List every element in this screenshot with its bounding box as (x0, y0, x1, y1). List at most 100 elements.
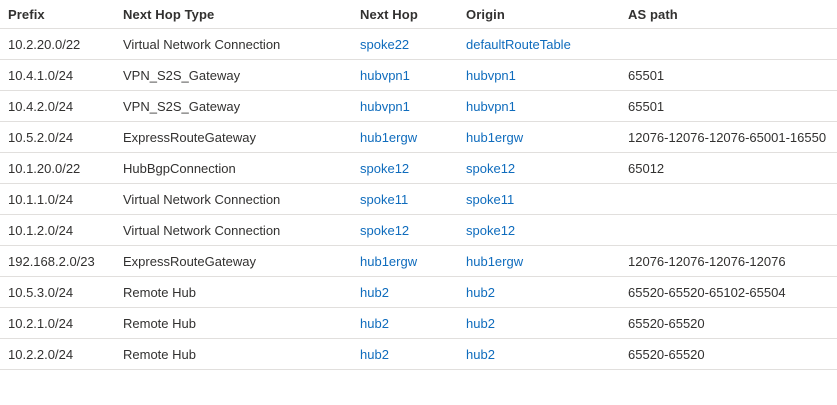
cell-next-hop-type-value: Remote Hub (123, 315, 196, 331)
cell-origin-link[interactable]: hubvpn1 (466, 67, 516, 83)
table-row[interactable]: 10.2.1.0/24 Remote Hub hub2 hub2 65520-65520 (0, 307, 837, 339)
table-header: Prefix Next Hop Type Next Hop Origin AS … (0, 0, 837, 29)
cell-origin-link[interactable]: spoke12 (466, 222, 516, 238)
cell-prefix: 10.1.20.0/22 (0, 152, 115, 184)
table-row[interactable]: 10.1.20.0/22 HubBgpConnection spoke12 spoke… (0, 152, 837, 184)
cell-next-hop: hubvpn1 (352, 59, 458, 91)
cell-next-hop: hub2 (352, 276, 458, 308)
cell-next-hop-link[interactable]: hub2 (360, 284, 389, 300)
cell-prefix: 10.1.1.0/24 (0, 183, 115, 215)
cell-next-hop-type-value: Remote Hub (123, 346, 196, 362)
column-header-as-path[interactable]: AS path (620, 0, 837, 29)
table-row[interactable]: 10.4.1.0/24 VPN_S2S_Gateway hubvpn1 hubvpn1… (0, 59, 837, 91)
column-header-next-hop[interactable]: Next Hop (352, 0, 458, 29)
cell-prefix: 192.168.2.0/23 (0, 245, 115, 277)
table-row[interactable]: 10.5.3.0/24 Remote Hub hub2 hub2 65520-65520… (0, 276, 837, 308)
cell-origin-link[interactable]: hub2 (466, 284, 495, 300)
cell-prefix-value: 10.1.20.0/22 (8, 160, 81, 176)
cell-next-hop-link[interactable]: hub2 (360, 315, 389, 331)
cell-origin: spoke12 (458, 152, 620, 184)
cell-as-path: 65012 (620, 152, 837, 184)
cell-prefix-value: 192.168.2.0/23 (8, 253, 95, 269)
cell-prefix: 10.2.20.0/22 (0, 28, 115, 60)
column-header-next-hop-type[interactable]: Next Hop Type (115, 0, 352, 29)
cell-next-hop-link[interactable]: hub1ergw (360, 253, 418, 269)
cell-next-hop: spoke12 (352, 152, 458, 184)
cell-origin-link[interactable]: hub2 (466, 346, 495, 362)
cell-origin-link[interactable]: hubvpn1 (466, 98, 516, 114)
cell-origin-link[interactable]: defaultRouteTable (466, 36, 571, 52)
cell-next-hop: hub1ergw (352, 245, 458, 277)
cell-next-hop-link[interactable]: hubvpn1 (360, 98, 410, 114)
cell-as-path: 65520-65520-65102-65504 (620, 276, 837, 308)
cell-next-hop-link[interactable]: hubvpn1 (360, 67, 410, 83)
cell-next-hop-type-value: ExpressRouteGateway (123, 253, 256, 269)
cell-prefix: 10.1.2.0/24 (0, 214, 115, 246)
cell-next-hop-type: Remote Hub (115, 307, 352, 339)
cell-as-path (620, 183, 837, 215)
cell-next-hop-type: Virtual Network Connection (115, 28, 352, 60)
cell-origin-link[interactable]: hub2 (466, 315, 495, 331)
cell-origin: hub2 (458, 307, 620, 339)
cell-as-path-value: 65501 (628, 98, 665, 114)
cell-prefix-value: 10.1.1.0/24 (8, 191, 74, 207)
column-header-prefix[interactable]: Prefix (0, 0, 115, 29)
cell-next-hop-link[interactable]: spoke12 (360, 160, 410, 176)
cell-next-hop-link[interactable]: spoke12 (360, 222, 410, 238)
cell-origin-link[interactable]: spoke11 (466, 191, 515, 207)
cell-next-hop-type-value: HubBgpConnection (123, 160, 236, 176)
cell-next-hop: spoke11 (352, 183, 458, 215)
table-row[interactable]: 10.4.2.0/24 VPN_S2S_Gateway hubvpn1 hubvpn1… (0, 90, 837, 122)
cell-next-hop-link[interactable]: spoke22 (360, 36, 410, 52)
cell-prefix: 10.5.3.0/24 (0, 276, 115, 308)
cell-as-path-value: 12076-12076-12076-12076 (628, 253, 786, 269)
cell-prefix-value: 10.2.20.0/22 (8, 36, 81, 52)
cell-next-hop: hub2 (352, 307, 458, 339)
cell-as-path (620, 28, 837, 60)
column-header-origin[interactable]: Origin (458, 0, 620, 29)
table-header-row: Prefix Next Hop Type Next Hop Origin AS … (0, 0, 837, 29)
cell-next-hop: spoke12 (352, 214, 458, 246)
cell-prefix-value: 10.2.2.0/24 (8, 346, 74, 362)
cell-as-path-value: 65520-65520 (628, 315, 705, 331)
cell-origin-link[interactable]: hub1ergw (466, 129, 524, 145)
cell-as-path (620, 214, 837, 246)
cell-next-hop-type: Remote Hub (115, 276, 352, 308)
cell-origin: spoke12 (458, 214, 620, 246)
cell-origin-link[interactable]: spoke12 (466, 160, 516, 176)
cell-as-path-value: 12076-12076-12076-65001-16550 (628, 129, 827, 145)
cell-prefix: 10.2.2.0/24 (0, 338, 115, 370)
cell-next-hop-type: Remote Hub (115, 338, 352, 370)
cell-next-hop-link[interactable]: spoke11 (360, 191, 409, 207)
cell-next-hop-type: Virtual Network Connection (115, 214, 352, 246)
cell-prefix-value: 10.4.1.0/24 (8, 67, 74, 83)
cell-next-hop-type: VPN_S2S_Gateway (115, 90, 352, 122)
cell-next-hop-link[interactable]: hub1ergw (360, 129, 418, 145)
cell-origin: spoke11 (458, 183, 620, 215)
cell-origin-link[interactable]: hub1ergw (466, 253, 524, 269)
cell-origin: hub1ergw (458, 121, 620, 153)
cell-next-hop-type: Virtual Network Connection (115, 183, 352, 215)
table-row[interactable]: 10.1.1.0/24 Virtual Network Connection spo… (0, 183, 837, 215)
cell-prefix-value: 10.4.2.0/24 (8, 98, 74, 114)
cell-origin: defaultRouteTable (458, 28, 620, 60)
cell-next-hop: spoke22 (352, 28, 458, 60)
cell-next-hop-type: VPN_S2S_Gateway (115, 59, 352, 91)
cell-prefix-value: 10.5.3.0/24 (8, 284, 74, 300)
cell-next-hop-type: HubBgpConnection (115, 152, 352, 184)
cell-next-hop-type-value: VPN_S2S_Gateway (123, 67, 241, 83)
cell-origin: hub2 (458, 276, 620, 308)
cell-next-hop-link[interactable]: hub2 (360, 346, 389, 362)
cell-next-hop-type-value: Virtual Network Connection (123, 191, 281, 207)
table-row[interactable]: 10.2.20.0/22 Virtual Network Connection sp… (0, 28, 837, 60)
effective-routes-table: Prefix Next Hop Type Next Hop Origin AS … (0, 0, 837, 370)
table-row[interactable]: 192.168.2.0/23 ExpressRouteGateway hub1erg… (0, 245, 837, 277)
cell-next-hop: hubvpn1 (352, 90, 458, 122)
cell-origin: hubvpn1 (458, 90, 620, 122)
cell-as-path-value: 65012 (628, 160, 665, 176)
cell-prefix-value: 10.2.1.0/24 (8, 315, 74, 331)
